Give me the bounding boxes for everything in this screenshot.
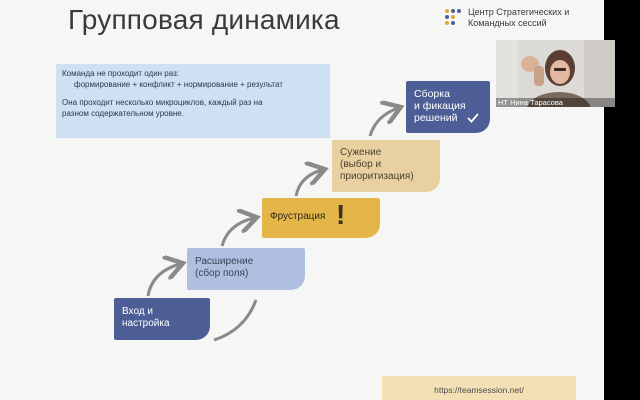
info-line: Команда не проходит один раз:	[62, 69, 180, 78]
step-label: настройка	[122, 318, 170, 329]
arrow	[213, 299, 258, 342]
info-line: Она проходит несколько микроциклов, кажд…	[62, 98, 263, 107]
step-expansion: Расширение (сбор поля)	[187, 248, 305, 290]
company-name-line1: Центр Стратегических и	[468, 7, 570, 17]
company-name-line2: Командных сессий	[468, 18, 547, 28]
participant-video-tile[interactable]: НТ Нина Тарасова	[496, 40, 615, 107]
step-entry: Вход и настройка	[114, 298, 210, 340]
participant-avatar	[496, 40, 615, 107]
arrow	[220, 218, 254, 247]
arrow	[146, 264, 180, 297]
step-label: решений	[414, 112, 458, 124]
step-label: и фикация	[414, 100, 466, 112]
arrow	[294, 170, 322, 197]
step-assembly: Сборка и фикация решений	[406, 81, 490, 133]
step-frustration: Фрустрация	[262, 198, 380, 238]
step-label: (выбор и	[340, 159, 382, 170]
step-label: (сбор поля)	[195, 268, 249, 279]
arrow	[368, 108, 398, 137]
checkmark-icon	[467, 113, 479, 123]
step-label: Сужение	[340, 147, 382, 158]
step-label: Вход и	[122, 306, 153, 317]
step-label: приоритизация)	[340, 171, 414, 182]
step-narrowing: Сужение (выбор и приоритизация)	[332, 140, 440, 192]
step-arrows	[146, 0, 604, 342]
info-line: разном содержательном уровне.	[62, 108, 184, 118]
company-logo-icon	[445, 9, 461, 25]
info-box: Команда не проходит один раз: формирован…	[56, 64, 330, 138]
step-label: Фрустрация	[270, 211, 326, 222]
step-label: Расширение	[195, 256, 254, 267]
step-label: Сборка	[414, 88, 450, 100]
slide-title: Групповая динамика	[68, 4, 340, 35]
participant-name: НТ Нина Тарасова	[496, 98, 615, 107]
url-footer[interactable]: https://teamsession.net/	[382, 376, 576, 400]
company-name: Центр Стратегических и Командных сессий	[468, 7, 569, 29]
exclamation-icon: !	[336, 199, 346, 230]
info-line: формирование + конфликт + нормирование +…	[74, 79, 283, 89]
